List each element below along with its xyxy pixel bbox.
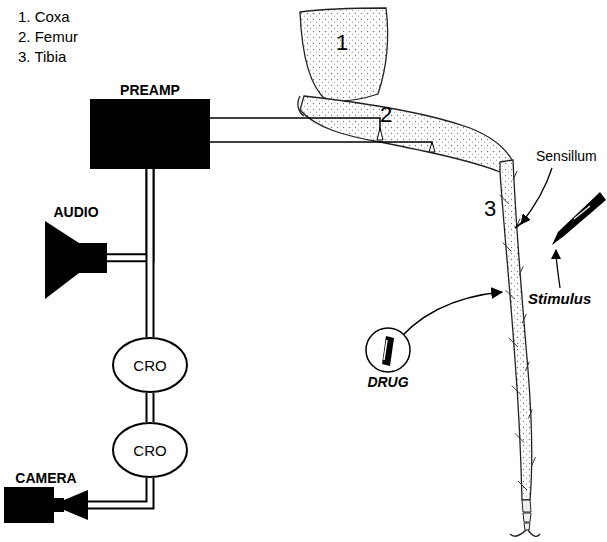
stimulus-arrow bbox=[556, 250, 560, 288]
electrode-needle bbox=[377, 128, 435, 152]
node-shape bbox=[45, 221, 107, 299]
tibia-spines bbox=[500, 171, 536, 490]
tarsus bbox=[522, 500, 531, 530]
node-shape bbox=[358, 326, 418, 374]
node-shape bbox=[4, 487, 88, 523]
callout-number: 2 bbox=[380, 102, 392, 128]
double-wire bbox=[150, 169, 151, 337]
node-shape bbox=[90, 99, 210, 169]
legend-line: 2. Femur bbox=[18, 28, 78, 45]
wire-outer bbox=[88, 478, 150, 505]
wire-inner bbox=[148, 169, 153, 337]
node-label: DRUG bbox=[358, 374, 418, 391]
electrode-wire bbox=[210, 118, 380, 138]
stimulus-pipette bbox=[552, 192, 606, 245]
sensillum-leader bbox=[521, 168, 552, 224]
electrode-wire bbox=[210, 142, 432, 150]
femur-outline bbox=[300, 96, 512, 172]
device-node: CAMERA bbox=[4, 470, 88, 523]
part-label: Stimulus bbox=[528, 290, 591, 307]
wire-inner bbox=[148, 393, 153, 422]
double-wire bbox=[150, 393, 151, 422]
shape-outline bbox=[45, 221, 107, 299]
node-label: CRO bbox=[112, 422, 188, 478]
wire-inner bbox=[88, 478, 150, 505]
tibia-outline bbox=[500, 160, 532, 500]
shape-outline bbox=[4, 487, 88, 523]
pipette-highlight bbox=[574, 206, 590, 219]
device-node: AUDIO bbox=[45, 204, 107, 299]
double-wire bbox=[88, 478, 150, 505]
oscilloscope-ellipse: CRO bbox=[112, 337, 188, 393]
shape-outline bbox=[90, 99, 210, 169]
node-label: PREAMP bbox=[90, 82, 210, 99]
node-label: CRO bbox=[112, 337, 188, 393]
oscilloscope-ellipse: CRO bbox=[112, 422, 188, 478]
wire-outer bbox=[107, 169, 150, 258]
claw bbox=[510, 530, 540, 536]
legend-line: 1. Coxa bbox=[18, 8, 70, 25]
legend-line: 3. Tibia bbox=[18, 48, 66, 65]
wire-outer bbox=[146, 393, 155, 422]
wire-inner bbox=[107, 169, 150, 258]
wire-outer bbox=[146, 169, 155, 337]
drug-arrow bbox=[392, 292, 502, 348]
callout-number: 1 bbox=[336, 30, 348, 56]
node-shape: CRO bbox=[112, 422, 188, 478]
callout-number: 3 bbox=[484, 196, 496, 222]
device-node: DRUG bbox=[358, 326, 418, 391]
coxa-outline bbox=[300, 8, 388, 101]
device-node: PREAMP bbox=[90, 82, 210, 169]
part-label: Sensillum bbox=[536, 148, 597, 164]
double-wire bbox=[107, 169, 150, 258]
node-label: AUDIO bbox=[45, 204, 107, 221]
node-label: CAMERA bbox=[4, 470, 88, 487]
node-shape: CRO bbox=[112, 337, 188, 393]
shape-outline bbox=[358, 326, 418, 374]
joint bbox=[298, 96, 304, 116]
